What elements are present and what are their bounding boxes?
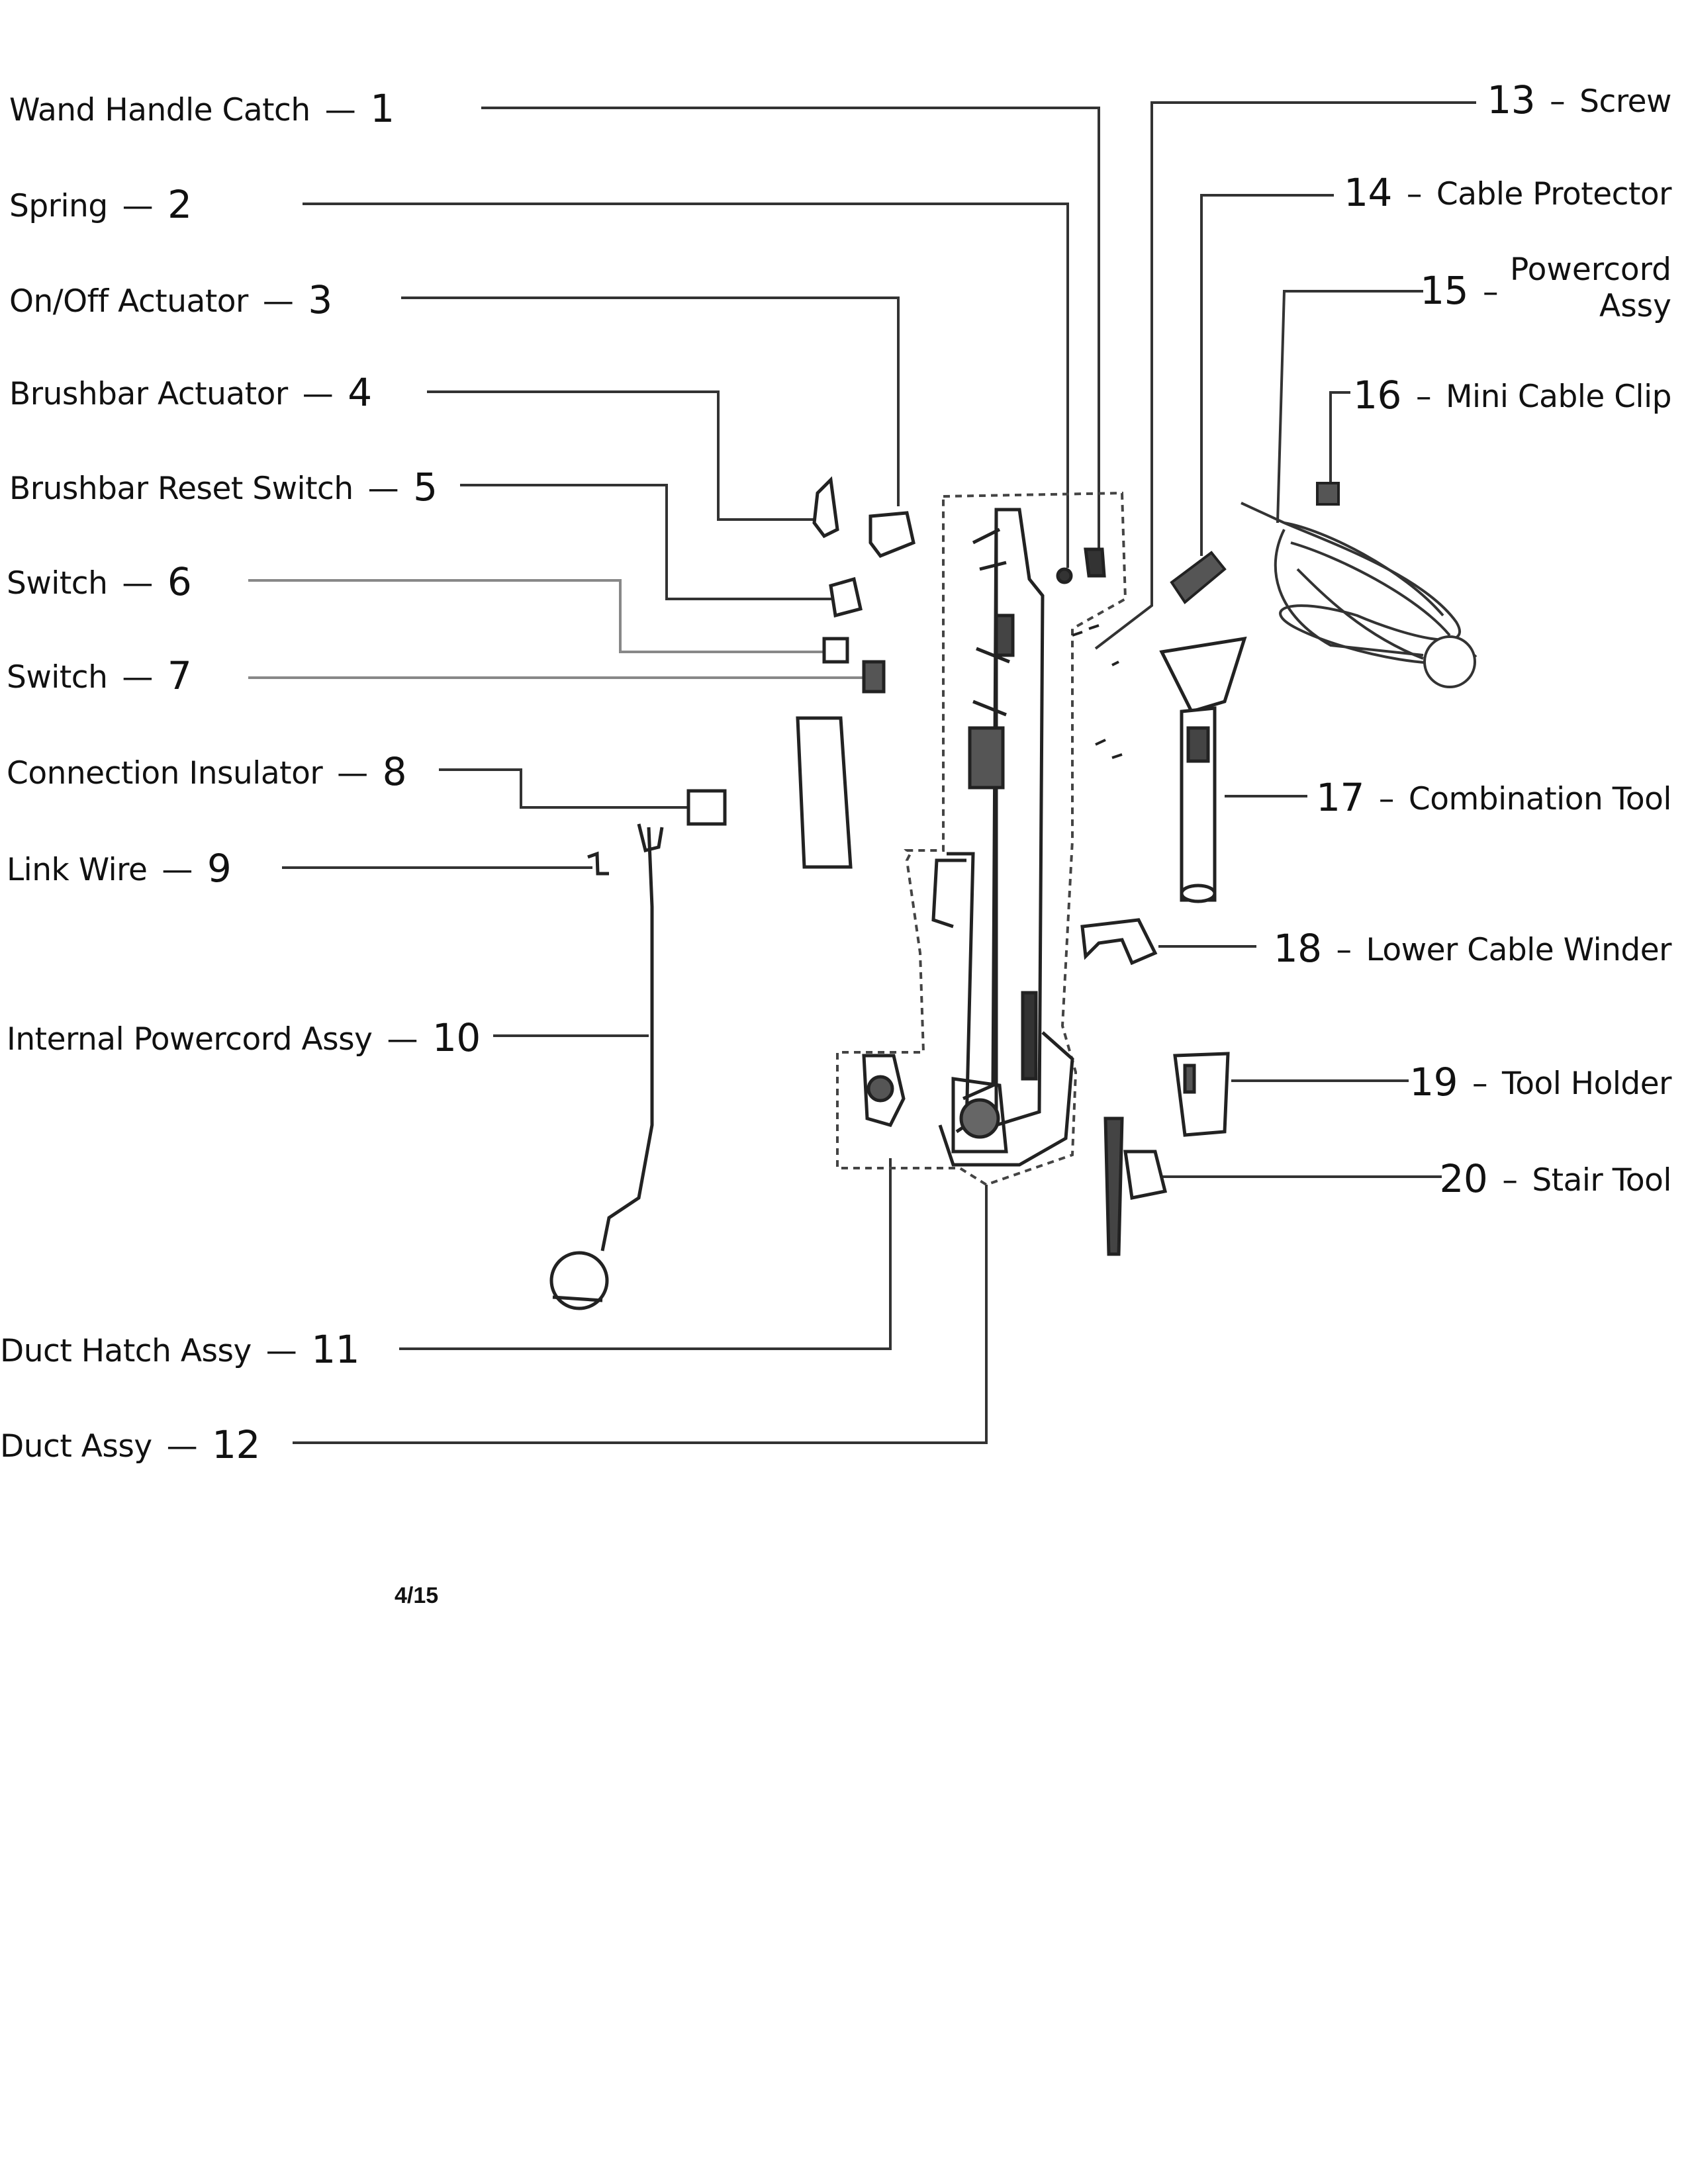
part-13-number: 13 [1487, 77, 1536, 122]
leader-line-6 [248, 579, 827, 653]
part-11-name: Duct Hatch Assy [0, 1333, 252, 1369]
switch-7-shape [862, 660, 886, 694]
label-part-1: Wand Handle Catch—1 [9, 86, 395, 131]
label-part-6: Switch—6 [7, 559, 192, 604]
part-11-number: 11 [311, 1327, 360, 1372]
part-3-name: On/Off Actuator [9, 283, 248, 320]
main-duct-body [931, 508, 1074, 1167]
reset-switch-shape [829, 576, 863, 618]
label-part-3: On/Off Actuator—3 [9, 277, 332, 322]
part-20-number: 20 [1439, 1156, 1488, 1201]
part-17-name: Combination Tool [1408, 781, 1672, 817]
label-part-9: Link Wire—9 [7, 846, 232, 891]
part-8-name: Connection Insulator [7, 755, 323, 792]
part-4-number: 4 [348, 370, 372, 415]
label-part-8: Connection Insulator—8 [7, 749, 407, 794]
switch-6-shape [822, 637, 849, 664]
part-20-name: Stair Tool [1532, 1162, 1671, 1199]
connection-insulator-shape [686, 789, 727, 826]
label-part-12: Duct Assy—12 [0, 1422, 260, 1467]
link-wire-shape [587, 851, 609, 876]
combination-tool [1159, 636, 1247, 903]
label-part-10: Internal Powercord Assy—10 [7, 1015, 481, 1060]
part-18-number: 18 [1273, 926, 1322, 971]
part-14-number: 14 [1344, 170, 1392, 215]
label-part-14: 14–Cable Protector [1344, 170, 1672, 215]
page-number: 4/15 [395, 1583, 439, 1608]
tool-holder [1173, 1052, 1230, 1137]
part-9-name: Link Wire [7, 852, 148, 888]
leader-line-4 [427, 390, 814, 521]
leader-line-2 [303, 203, 1069, 568]
part-6-number: 6 [167, 559, 192, 604]
switch-housing-shape [796, 716, 853, 869]
internal-powercord [549, 823, 664, 1310]
leader-line-5 [460, 484, 834, 600]
lower-cable-winder [1080, 918, 1158, 966]
label-part-17: 17–Combination Tool [1316, 775, 1672, 820]
small-parts [587, 476, 1106, 1127]
label-part-2: Spring—2 [9, 182, 192, 227]
leader-line-14 [1200, 194, 1334, 556]
label-part-20: 20–Stair Tool [1439, 1156, 1672, 1201]
part-6-name: Switch [7, 565, 108, 602]
leader-line-3 [401, 296, 900, 506]
leader-line-15 [1276, 290, 1423, 523]
part-8-number: 8 [382, 749, 407, 794]
part-15-number: 15 [1420, 268, 1468, 313]
part-5-number: 5 [413, 465, 438, 510]
part-17-number: 17 [1316, 775, 1364, 820]
label-part-7: Switch—7 [7, 653, 192, 698]
part-15-name-line2: Assy [1599, 288, 1671, 325]
part-5-name: Brushbar Reset Switch [9, 471, 353, 507]
label-part-18: 18–Lower Cable Winder [1273, 926, 1672, 971]
part-19-number: 19 [1409, 1060, 1458, 1105]
part-13-name: Screw [1579, 83, 1671, 120]
part-9-number: 9 [207, 846, 232, 891]
label-part-16: 16–Mini Cable Clip [1353, 373, 1672, 418]
leader-lines [248, 101, 1476, 1444]
label-part-4: Brushbar Actuator—4 [9, 370, 372, 415]
part-7-name: Switch [7, 659, 108, 696]
part-12-name: Duct Assy [0, 1428, 152, 1465]
label-part-11: Duct Hatch Assy—11 [0, 1327, 360, 1372]
on-off-actuator-shape [868, 511, 915, 559]
part-1-number: 1 [370, 86, 395, 131]
leader-line-13 [1094, 101, 1476, 650]
leader-line-1 [481, 107, 1100, 548]
part-10-name: Internal Powercord Assy [7, 1021, 373, 1058]
stair-tool [1103, 1116, 1168, 1256]
leader-line-8 [439, 768, 688, 809]
spring-shape [1084, 547, 1106, 578]
part-1-name: Wand Handle Catch [9, 92, 310, 128]
part-2-number: 2 [167, 182, 192, 227]
part-18-name: Lower Cable Winder [1366, 932, 1672, 968]
part-19-name: Tool Holder [1502, 1066, 1671, 1102]
cable-clip-and-protector [1072, 482, 1340, 759]
part-16-number: 16 [1353, 373, 1401, 418]
part-4-name: Brushbar Actuator [9, 376, 288, 412]
part-7-number: 7 [167, 653, 192, 698]
label-part-13: 13–Screw [1487, 77, 1671, 122]
part-2-name: Spring [9, 188, 108, 224]
part-12-number: 12 [212, 1422, 260, 1467]
label-part-5: Brushbar Reset Switch—5 [9, 465, 438, 510]
part-14-name: Cable Protector [1436, 176, 1672, 212]
leader-line-16 [1329, 391, 1350, 483]
part-3-number: 3 [308, 277, 332, 322]
powercord-assy [1241, 502, 1477, 688]
brushbar-actuator-shape [812, 476, 839, 539]
part-15-name: Powercord [1510, 251, 1671, 288]
part-10-number: 10 [432, 1015, 481, 1060]
label-part-19: 19–Tool Holder [1409, 1060, 1671, 1105]
leader-line-11 [399, 1158, 892, 1350]
part-16-name: Mini Cable Clip [1445, 379, 1672, 415]
leader-line-12 [293, 1185, 988, 1444]
